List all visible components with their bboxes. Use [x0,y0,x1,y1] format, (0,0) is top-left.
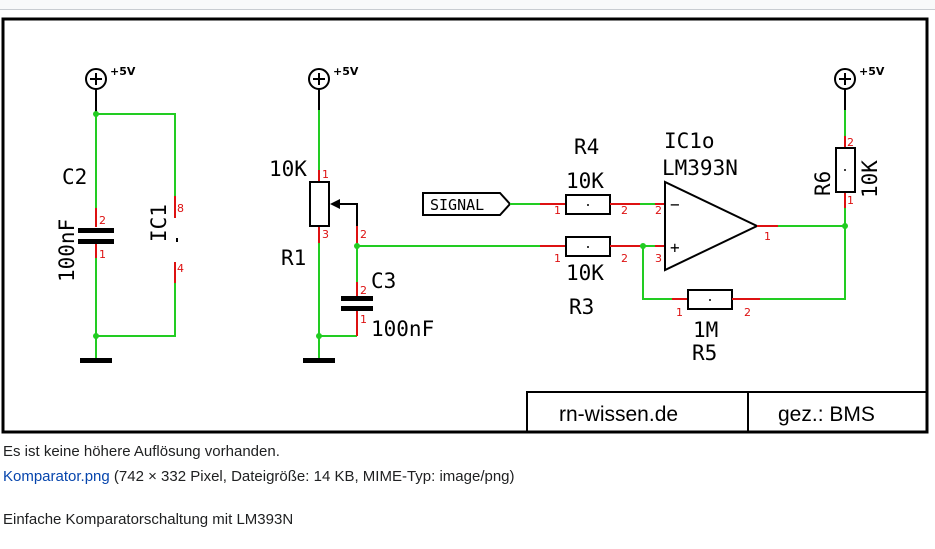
r3-name: R3 [569,295,594,319]
r5-value: 1M [693,318,718,342]
svg-text:1: 1 [322,168,329,181]
c2-name: C2 [62,165,87,189]
schematic-image: +5V C2 100nF 2 1 8 4 IC1 +5V 10K R1 1 3 … [1,17,929,434]
c2-value: 100nF [55,219,79,282]
r3-value: 10K [566,261,604,285]
svg-text:2: 2 [621,252,628,265]
title-block: rn-wissen.de gez.: BMS [526,391,927,432]
file-info: (742 × 332 Pixel, Dateigröße: 14 KB, MIM… [109,468,515,485]
title-block-site: rn-wissen.de [559,403,678,426]
r4-value: 10K [566,169,604,193]
svg-text:1: 1 [554,204,561,217]
r1-name: R1 [281,246,306,270]
page-top-bar [0,0,935,10]
file-link[interactable]: Komparator.png [3,468,110,485]
c3-name: C3 [371,269,396,293]
file-info-line: Komparator.png (742 × 332 Pixel, Dateigr… [3,468,515,485]
r1-potentiometer [309,181,358,227]
title-block-author: gez.: BMS [778,403,875,426]
power-label: +5V [110,65,136,78]
ground-symbol [303,358,335,363]
power-symbol: +5V [834,65,885,90]
ic1o-part: LM393N [662,156,738,180]
svg-text:8: 8 [177,202,184,215]
r6-resistor [835,147,856,193]
svg-text:+5V: +5V [333,65,359,78]
svg-text:2: 2 [655,204,662,217]
ic1o-name: IC1o [664,129,715,153]
no-higher-resolution-note: Es ist keine höhere Auflösung vorhanden. [3,443,280,460]
svg-text:1: 1 [360,313,367,326]
file-description: Einfache Komparatorschaltung mit LM393N [3,511,294,528]
svg-text:1: 1 [764,230,771,243]
r5-name: R5 [692,341,717,365]
svg-text:4: 4 [177,262,184,275]
svg-text:1: 1 [847,194,854,207]
svg-text:1: 1 [99,248,106,261]
r6-name: R6 [811,171,835,196]
r1-value: 10K [269,157,307,181]
svg-text:2: 2 [744,306,751,319]
lm393-comparator: − + [664,180,760,272]
svg-text:+: + [670,238,680,257]
ic1-name: IC1 [147,204,171,242]
svg-text:2: 2 [360,228,367,241]
c2-capacitor [78,228,114,244]
ground-symbol [80,358,112,363]
c3-value: 100nF [371,317,434,341]
c3-capacitor [341,296,373,311]
svg-text:2: 2 [847,136,854,149]
svg-text:2: 2 [99,214,106,227]
svg-text:3: 3 [655,252,662,265]
svg-text:2: 2 [621,204,628,217]
svg-text:1: 1 [676,306,683,319]
svg-text:1: 1 [554,252,561,265]
r6-value: 10K [858,160,882,198]
signal-input: SIGNAL [422,192,512,216]
r4-name: R4 [574,135,599,159]
svg-text:2: 2 [360,284,367,297]
svg-text:3: 3 [322,228,329,241]
signal-label: SIGNAL [430,196,484,214]
svg-text:−: − [670,195,680,214]
svg-text:+5V: +5V [859,65,885,78]
